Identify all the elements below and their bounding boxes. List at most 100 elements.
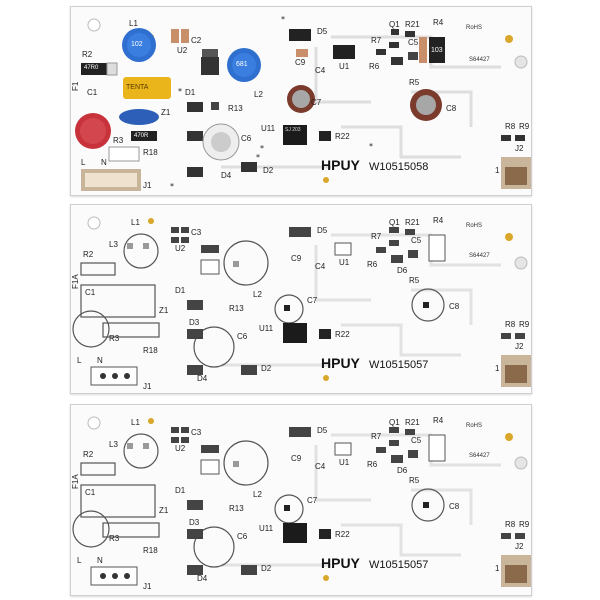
value-tenta: TENTA <box>126 84 149 91</box>
label-d3: D3 <box>189 318 200 327</box>
pcb-board-populated: *** *** L1 R2 47R0 102 681 U2 C2 L2 C1 T… <box>70 6 532 196</box>
label-r9: R9 <box>519 320 530 329</box>
label-d6: D6 <box>397 266 408 275</box>
label-d1: D1 <box>175 486 186 495</box>
label-r22: R22 <box>335 330 350 339</box>
label-c5: C5 <box>411 436 422 445</box>
rohs-mark: RoHS <box>466 25 483 31</box>
label-c8: C8 <box>449 502 460 511</box>
label-u11: U11 <box>261 124 276 133</box>
board-code: W10515057 <box>369 559 429 571</box>
pcb-board-bare-bottom: L1 L3 R2 U2 C3 L2 C1 F1A Z1 D1 R13 D3 R3… <box>70 404 532 596</box>
label-z1: Z1 <box>159 306 169 315</box>
label-r21: R21 <box>405 20 420 29</box>
label-c3: C3 <box>191 428 202 437</box>
label-u2: U2 <box>175 244 186 253</box>
label-r7: R7 <box>371 36 382 45</box>
label-r9: R9 <box>519 520 530 529</box>
pcb-board-bare-top: L1 L3 R2 U2 C3 L2 C1 F1A Z1 D1 R13 D3 R3… <box>70 204 532 394</box>
label-l2: L2 <box>253 290 262 299</box>
label-pin-l: L <box>77 356 82 365</box>
label-l3: L3 <box>109 440 118 449</box>
label-f1: F1A <box>71 274 80 289</box>
label-l1: L1 <box>131 218 140 227</box>
board-code: W10515057 <box>369 359 429 371</box>
label-r18: R18 <box>143 346 158 355</box>
label-j1: J1 <box>143 382 152 391</box>
label-r7: R7 <box>371 232 382 241</box>
label-j2: J2 <box>515 144 524 153</box>
serial-mark: S64427 <box>469 253 490 259</box>
label-r8: R8 <box>505 320 516 329</box>
label-r2: R2 <box>83 450 94 459</box>
label-j2: J2 <box>515 342 524 351</box>
label-j2: J2 <box>515 542 524 551</box>
value-l1: 102 <box>131 41 143 48</box>
label-r4: R4 <box>433 18 444 27</box>
label-l2: L2 <box>254 90 263 99</box>
label-u1: U1 <box>339 258 350 267</box>
label-pin-1: 1 <box>495 364 500 373</box>
label-pin-1: 1 <box>495 166 500 175</box>
label-f1: F1A <box>71 474 80 489</box>
label-c6: C6 <box>237 332 248 341</box>
label-pin-l: L <box>81 158 86 167</box>
label-u1: U1 <box>339 458 350 467</box>
label-r4: R4 <box>433 416 444 425</box>
svg-text:*: * <box>260 144 264 153</box>
label-c8: C8 <box>446 104 457 113</box>
label-d5: D5 <box>317 226 328 235</box>
label-c4: C4 <box>315 66 326 75</box>
label-c4: C4 <box>315 462 326 471</box>
label-r8: R8 <box>505 520 516 529</box>
label-f1: F1 <box>71 81 80 91</box>
label-u2: U2 <box>175 444 186 453</box>
label-c1: C1 <box>85 288 96 297</box>
label-r2: R2 <box>83 250 94 259</box>
rohs-mark: RoHS <box>466 423 483 429</box>
label-r5: R5 <box>409 476 420 485</box>
label-j1: J1 <box>143 181 152 190</box>
pcb-artwork: *** *** <box>75 15 531 191</box>
label-r22: R22 <box>335 530 350 539</box>
label-d2: D2 <box>261 564 272 573</box>
label-z1: Z1 <box>161 108 171 117</box>
serial-mark: S64427 <box>469 57 490 63</box>
serial-mark: S64427 <box>469 453 490 459</box>
pcb-artwork <box>72 416 531 587</box>
label-l1: L1 <box>131 418 140 427</box>
label-c1: C1 <box>85 488 96 497</box>
label-pin-n: N <box>97 356 103 365</box>
label-r21: R21 <box>405 418 420 427</box>
value-u11: SJ 203 <box>285 127 301 133</box>
label-r9: R9 <box>519 122 530 131</box>
svg-text:*: * <box>369 142 373 151</box>
label-d6: D6 <box>397 466 408 475</box>
label-c7: C7 <box>307 496 318 505</box>
label-pin-n: N <box>101 158 107 167</box>
label-pin-1: 1 <box>495 564 500 573</box>
label-d5: D5 <box>317 27 328 36</box>
label-r13: R13 <box>228 104 243 113</box>
label-r6: R6 <box>367 460 378 469</box>
label-d1: D1 <box>175 286 186 295</box>
label-d3: D3 <box>189 518 200 527</box>
label-r6: R6 <box>367 260 378 269</box>
svg-text:*: * <box>170 182 174 191</box>
label-u11: U11 <box>259 524 274 533</box>
pcb-artwork <box>72 216 531 387</box>
label-r3: R3 <box>113 136 124 145</box>
label-d4: D4 <box>197 574 208 583</box>
label-r5: R5 <box>409 78 420 87</box>
label-c7: C7 <box>311 98 322 107</box>
label-c6: C6 <box>237 532 248 541</box>
label-d4: D4 <box>221 171 232 180</box>
label-c1: C1 <box>87 88 98 97</box>
label-c9: C9 <box>291 254 302 263</box>
label-c7: C7 <box>307 296 318 305</box>
label-r18: R18 <box>143 546 158 555</box>
rohs-mark: RoHS <box>466 223 483 229</box>
label-r7: R7 <box>371 432 382 441</box>
label-r8: R8 <box>505 122 516 131</box>
label-q1: Q1 <box>389 418 400 427</box>
